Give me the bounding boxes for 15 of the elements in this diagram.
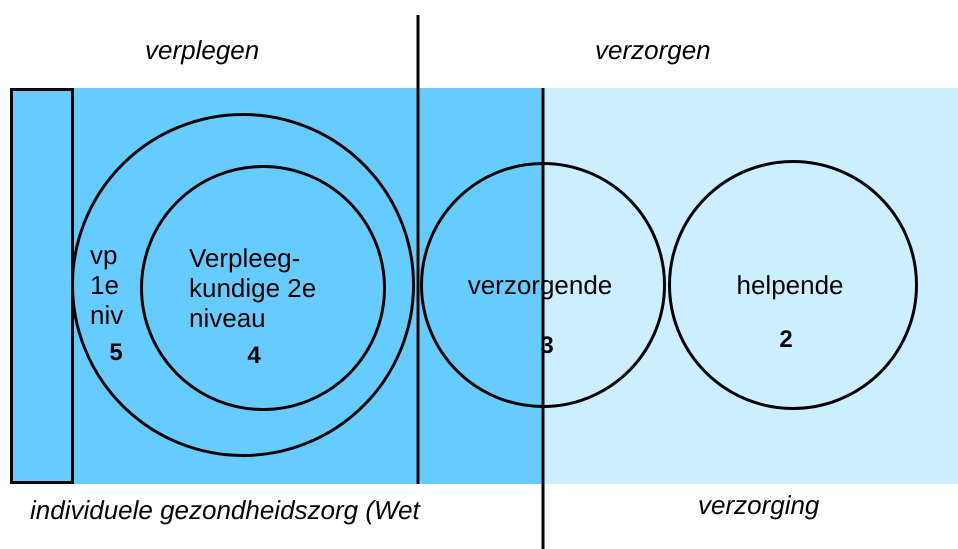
circle	[71, 113, 415, 457]
callout-number: 4	[246, 342, 262, 370]
circle	[668, 160, 918, 410]
section-heading: verzorgen	[595, 35, 711, 66]
section-heading: verzorging	[698, 490, 820, 521]
role-label: vp 1e niv	[90, 240, 124, 330]
role-label: Verpleeg- kundige 2e niveau	[189, 243, 318, 333]
section-heading: individuele gezondheidszorg (Wet	[30, 495, 420, 526]
outlined-bar	[10, 88, 74, 484]
circle	[420, 162, 666, 408]
role-label: helpende	[736, 270, 844, 300]
callout-number: 5	[108, 339, 124, 367]
circle	[140, 165, 386, 411]
callout-number: 2	[778, 326, 794, 354]
section-heading: verplegen	[145, 35, 260, 66]
